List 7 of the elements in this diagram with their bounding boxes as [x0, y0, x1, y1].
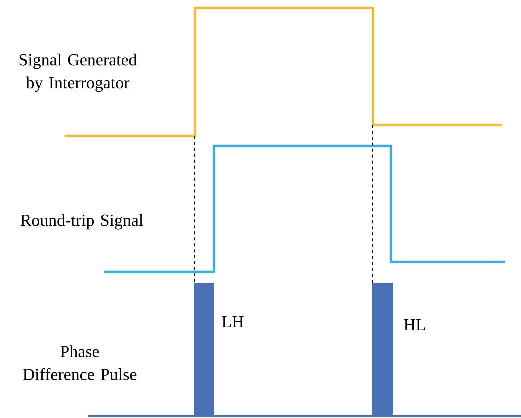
- pulse-bar: [372, 283, 393, 416]
- signal-label: Round-trip Signal: [20, 214, 144, 230]
- pulse-bar: [194, 283, 214, 416]
- pulse-label: HL: [404, 319, 426, 331]
- pulse-label: LH: [222, 316, 244, 328]
- signal-label: Signal Generated by Interrogator: [20, 54, 138, 92]
- signal-label: Phase Difference Pulse: [23, 346, 137, 380]
